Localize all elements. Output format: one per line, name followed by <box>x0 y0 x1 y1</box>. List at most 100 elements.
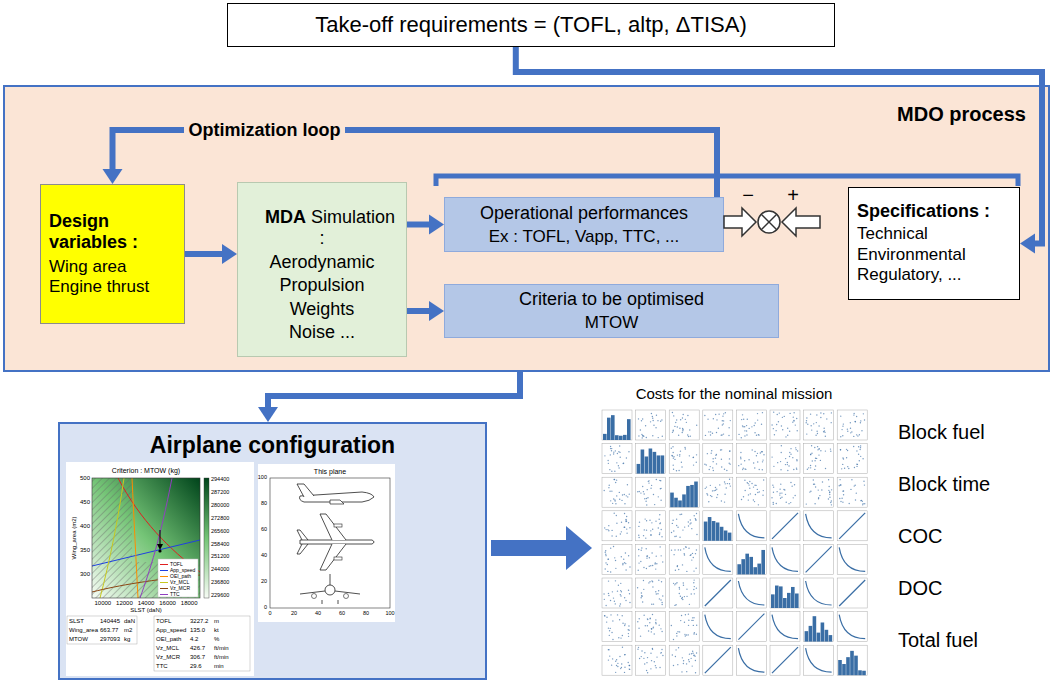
scatter-dot <box>751 426 752 427</box>
scatter-dot <box>652 418 653 419</box>
scatter-trend <box>738 514 764 538</box>
scatter-dot <box>710 485 711 486</box>
scatter-dot <box>806 503 807 504</box>
scatter-dot <box>656 656 657 657</box>
scatter-dot <box>789 431 790 432</box>
scatter-cell <box>602 511 632 541</box>
scatter-dot <box>680 595 681 596</box>
scatter-dot <box>680 620 681 621</box>
scatter-dot <box>795 447 796 448</box>
plot-text: This plane <box>314 468 346 475</box>
scatter-dot <box>786 502 787 503</box>
scatter-dot <box>771 497 772 498</box>
arrow-head <box>1020 234 1035 254</box>
scatter-dot <box>622 563 623 564</box>
scatter-dot <box>648 482 649 483</box>
scatter-dot <box>624 654 625 655</box>
scatter-dot <box>649 566 650 567</box>
scatter-dot <box>649 618 650 619</box>
scatter-dot <box>695 660 696 661</box>
scatter-dot <box>680 419 681 420</box>
scatter-dot <box>624 494 625 495</box>
scatter-dot <box>823 428 824 429</box>
plot-text: daN <box>124 618 135 624</box>
scatter-dot <box>688 548 689 549</box>
scatter-dot <box>859 434 860 435</box>
scatter-dot <box>817 433 818 434</box>
scatter-dot <box>685 546 686 547</box>
plane-plot <box>325 585 335 595</box>
scatter-dot <box>615 482 616 483</box>
scatter-dot <box>693 589 694 590</box>
scatter-dot <box>815 465 816 466</box>
scatter-dot <box>622 564 623 565</box>
scatter-dot <box>713 470 714 471</box>
histogram-bar <box>745 554 749 575</box>
scatter-dot <box>689 653 690 654</box>
histogram-bar <box>761 550 765 574</box>
scatter-dot <box>675 604 676 605</box>
scatter-dot <box>693 625 694 626</box>
scatter-cell <box>736 578 766 608</box>
scatter-dot <box>762 495 763 496</box>
scatter-dot <box>672 446 673 447</box>
scatter-dot <box>811 445 812 446</box>
scatter-dot <box>675 649 676 650</box>
scatter-dot <box>729 450 730 451</box>
plot-text: 258400 <box>211 542 229 548</box>
scatter-dot <box>603 593 604 594</box>
scatter-dot <box>784 489 785 490</box>
scatter-dot <box>616 659 617 660</box>
scatter-dot <box>690 554 691 555</box>
scatter-dot <box>679 593 680 594</box>
scatter-cell <box>770 612 800 642</box>
scatter-dot <box>793 412 794 413</box>
scatter-dot <box>659 667 660 668</box>
scatter-trend <box>806 648 832 672</box>
scatter-dot <box>686 634 687 635</box>
scatter-dot <box>619 656 620 657</box>
scatter-dot <box>754 451 755 452</box>
scatter-dot <box>855 499 856 500</box>
scatter-dot <box>682 428 683 429</box>
scatter-dot <box>818 498 819 499</box>
scatter-dot <box>685 547 686 548</box>
scatter-dot <box>642 486 643 487</box>
scatter-dot <box>751 449 752 450</box>
scatter-dot <box>613 498 614 499</box>
scatter-dot <box>844 468 845 469</box>
scatter-dot <box>660 480 661 481</box>
scatter-dot <box>840 449 841 450</box>
scatter-dot <box>655 427 656 428</box>
scatter-cell <box>669 477 699 507</box>
histogram-bar <box>829 635 833 642</box>
scatter-dot <box>848 503 849 504</box>
scatter-dot <box>862 503 863 504</box>
plane-plot <box>334 524 342 527</box>
scatter-dot <box>712 433 713 434</box>
scatter-dot <box>688 634 689 635</box>
scatter-dot <box>659 523 660 524</box>
scatter-dot <box>624 667 625 668</box>
scatter-dot <box>856 492 857 493</box>
scatter-cell <box>736 612 766 642</box>
sign-label: + <box>787 185 799 205</box>
scatter-dot <box>656 593 657 594</box>
scatter-dot <box>612 591 613 592</box>
scatter-dot <box>744 490 745 491</box>
scatter-dot <box>840 484 841 485</box>
scatter-dot <box>773 466 774 467</box>
legend-line <box>160 588 168 589</box>
scatter-dot <box>676 635 677 636</box>
scatter-dot <box>741 499 742 500</box>
arrow-head <box>222 244 237 264</box>
scatter-dot <box>850 432 851 433</box>
plot-text: Wing_area <box>69 627 98 633</box>
scatter-dot <box>707 418 708 419</box>
scatter-dot <box>619 499 620 500</box>
scatter-dot <box>807 424 808 425</box>
scatter-dot <box>863 481 864 482</box>
scatter-dot <box>696 534 697 535</box>
scatter-dot <box>710 431 711 432</box>
scatter-dot <box>818 454 819 455</box>
